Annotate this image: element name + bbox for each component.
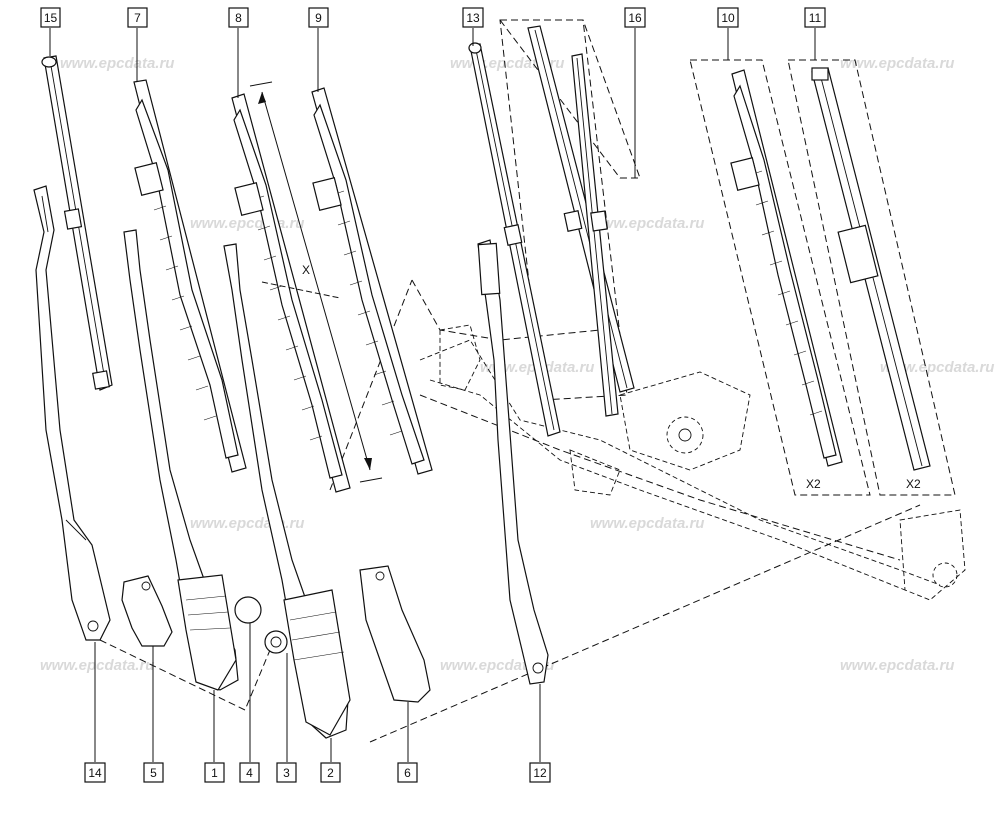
wiper-arm-12 bbox=[477, 239, 549, 685]
svg-text:16: 16 bbox=[628, 11, 642, 25]
svg-text:1: 1 bbox=[211, 766, 218, 780]
wiper-blade-10: X2 bbox=[730, 69, 843, 491]
callout-13[interactable]: 13 bbox=[462, 7, 484, 28]
arm-cap-6 bbox=[359, 565, 431, 703]
callout-15[interactable]: 15 bbox=[40, 7, 61, 28]
quantity-label-11: X2 bbox=[906, 477, 921, 491]
wiper-linkage bbox=[419, 324, 966, 601]
callout-9[interactable]: 9 bbox=[308, 7, 329, 28]
callout-1[interactable]: 1 bbox=[204, 762, 225, 783]
arm-cap-5 bbox=[121, 575, 173, 647]
watermark: www.epcdata.ru bbox=[40, 657, 154, 674]
callout-14[interactable]: 14 bbox=[84, 762, 106, 783]
svg-text:12: 12 bbox=[533, 766, 547, 780]
quantity-label-10: X2 bbox=[806, 477, 821, 491]
wiper-arm-1 bbox=[123, 229, 239, 691]
callout-10[interactable]: 10 bbox=[717, 7, 739, 28]
callout-2[interactable]: 2 bbox=[320, 762, 341, 783]
svg-text:11: 11 bbox=[809, 11, 822, 25]
svg-text:10: 10 bbox=[721, 11, 735, 25]
callout-8[interactable]: 8 bbox=[228, 7, 249, 28]
svg-text:8: 8 bbox=[235, 11, 242, 25]
callouts-bottom: 14 5 1 4 3 2 6 12 bbox=[84, 762, 551, 783]
callout-12[interactable]: 12 bbox=[529, 762, 551, 783]
callout-5[interactable]: 5 bbox=[143, 762, 164, 783]
group-16-boundary bbox=[499, 19, 628, 401]
svg-text:13: 13 bbox=[466, 11, 480, 25]
dimension-x-label: X bbox=[302, 263, 310, 277]
watermark: www.epcdata.ru bbox=[190, 215, 304, 232]
callout-3[interactable]: 3 bbox=[276, 762, 297, 783]
nut-3 bbox=[264, 630, 288, 654]
svg-text:6: 6 bbox=[404, 766, 411, 780]
nut-cap-4 bbox=[234, 596, 262, 624]
svg-text:4: 4 bbox=[246, 766, 253, 780]
wiper-blade-8 bbox=[231, 93, 351, 493]
group-11-boundary bbox=[787, 59, 956, 496]
group-10-boundary bbox=[689, 59, 871, 496]
watermark: www.epcdata.ru bbox=[590, 215, 704, 232]
wiper-blade-13 bbox=[468, 42, 561, 437]
callout-7[interactable]: 7 bbox=[127, 7, 148, 28]
callout-16[interactable]: 16 bbox=[624, 7, 646, 28]
svg-text:5: 5 bbox=[150, 766, 157, 780]
svg-text:15: 15 bbox=[44, 11, 58, 25]
watermark: www.epcdata.ru bbox=[590, 515, 704, 532]
svg-text:9: 9 bbox=[315, 11, 322, 25]
watermark: www.epcdata.ru bbox=[840, 55, 954, 72]
watermark: www.epcdata.ru bbox=[840, 657, 954, 674]
watermark: www.epcdata.ru bbox=[190, 515, 304, 532]
watermark: www.epcdata.ru bbox=[880, 359, 994, 376]
wiper-blade-7 bbox=[133, 79, 247, 473]
wiper-blade-16a bbox=[527, 25, 635, 393]
rear-wiper-blade bbox=[41, 55, 113, 391]
svg-text:7: 7 bbox=[134, 11, 141, 25]
rear-wiper-arm bbox=[33, 185, 111, 641]
callout-4[interactable]: 4 bbox=[239, 762, 260, 783]
callout-11[interactable]: 11 bbox=[804, 7, 826, 28]
svg-text:2: 2 bbox=[327, 766, 334, 780]
wiper-blade-11: X2 bbox=[811, 67, 931, 491]
leader-lines bbox=[49, 28, 816, 762]
callout-6[interactable]: 6 bbox=[397, 762, 418, 783]
svg-text:14: 14 bbox=[88, 766, 102, 780]
watermark: www.epcdata.ru bbox=[60, 55, 174, 72]
wiper-blade-16b bbox=[571, 53, 619, 417]
callouts-top: 15 7 8 9 13 16 10 11 bbox=[40, 7, 826, 28]
wiper-arm-2 bbox=[223, 243, 351, 739]
wiper-blade-9 bbox=[311, 87, 433, 475]
dimension-x: X bbox=[249, 81, 383, 483]
svg-text:3: 3 bbox=[283, 766, 290, 780]
